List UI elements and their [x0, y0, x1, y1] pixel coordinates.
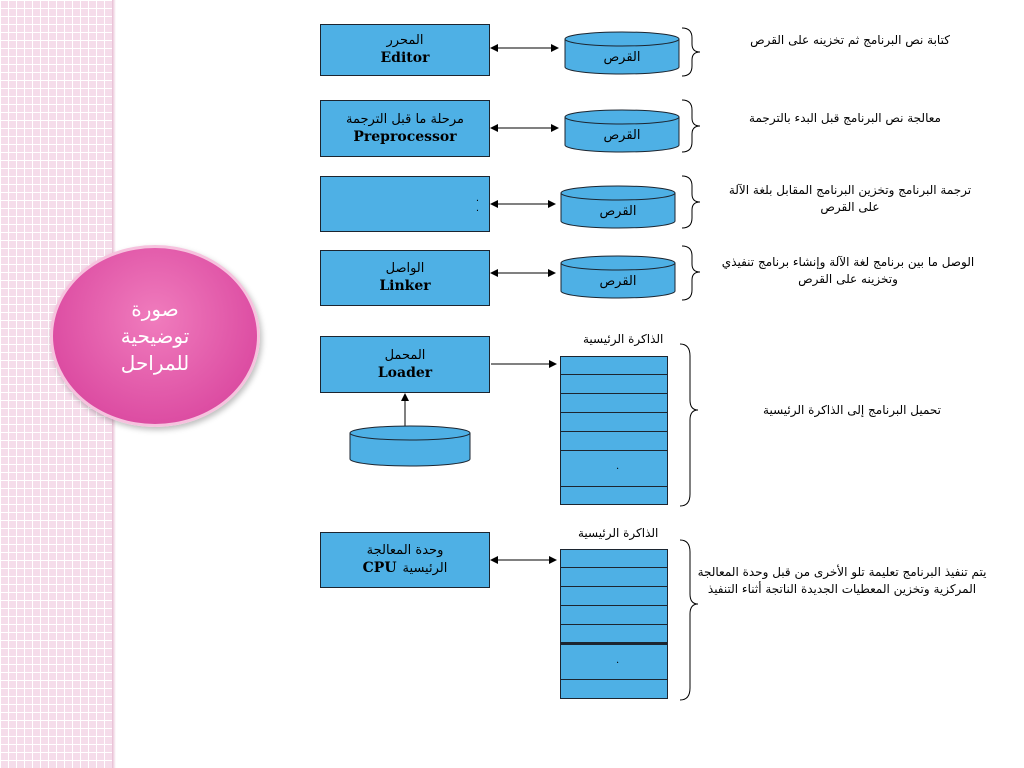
- cpu-box: وحدة المعالجة CPU الرئيسية: [320, 532, 490, 588]
- editor-ar-label: المحرر: [386, 33, 424, 48]
- linker-box: الواصل Linker: [320, 250, 490, 306]
- memory-cell: [560, 356, 668, 375]
- editor-box: المحرر Editor: [320, 24, 490, 76]
- memory-cell: [560, 625, 668, 643]
- preprocessor-box: مرحلة ما قبل الترجمة Preprocessor: [320, 100, 490, 157]
- cpu-ar-label-1: وحدة المعالجة: [366, 543, 444, 558]
- loader-box: المحمل Loader: [320, 336, 490, 393]
- memory-cell: [560, 394, 668, 413]
- compiler-disk-label: القرص: [599, 204, 637, 219]
- brace-preprocessor: [681, 99, 701, 153]
- cpu-ar-en-line: CPU الرئيسية: [363, 559, 448, 577]
- editor-disk-icon: القرص: [563, 30, 681, 76]
- brace-linker: [681, 245, 701, 301]
- stages-badge: صورة توضيحية للمراحل: [50, 245, 260, 427]
- editor-description: كتابة نص البرنامج ثم تخزينه على القرص: [750, 33, 950, 47]
- memory-cell: [560, 413, 668, 432]
- editor-en-label: Editor: [380, 50, 430, 66]
- memory-cell: [560, 432, 668, 451]
- linker-en-label: Linker: [379, 278, 431, 294]
- loader-memory-stack: .: [560, 356, 668, 505]
- preprocessor-en-label: Preprocessor: [353, 128, 457, 145]
- cpu-memory-stack: .: [560, 549, 668, 699]
- memory-cell: [560, 587, 668, 606]
- preprocessor-description: معالجة نص البرنامج قبل البدء بالترجمة: [749, 111, 941, 125]
- linker-ar-label: الواصل: [385, 261, 425, 276]
- linker-description: الوصل ما بين برنامج لغة الآلة وإنشاء برن…: [721, 255, 975, 286]
- compiler-dots: . .: [475, 193, 479, 214]
- compiler-box: . .: [320, 176, 490, 232]
- memory-cell: [560, 487, 668, 505]
- memory-cell: .: [560, 451, 668, 487]
- memory-dot: .: [616, 461, 620, 472]
- badge-text: صورة توضيحية للمراحل: [120, 296, 190, 375]
- memory-cell: [560, 680, 668, 699]
- preprocessor-disk-icon: القرص: [563, 108, 681, 154]
- linker-disk-icon: القرص: [559, 254, 677, 300]
- loader-disk-icon: [348, 424, 472, 468]
- cpu-description: يتم تنفيذ البرنامج تعليمة تلو الأخرى من …: [697, 565, 987, 596]
- memory-cell: .: [560, 643, 668, 680]
- compiler-disk-icon: القرص: [559, 184, 677, 230]
- compiler-description: ترجمة البرنامج وتخزين البرنامج المقابل ب…: [728, 183, 972, 214]
- memory-cell: [560, 549, 668, 568]
- preprocessor-disk-label: القرص: [603, 128, 641, 143]
- loader-ar-label: المحمل: [384, 347, 426, 363]
- cpu-ar-label-2: الرئيسية: [402, 561, 448, 576]
- brace-cpu: [679, 539, 699, 701]
- linker-disk-label: القرص: [599, 274, 637, 289]
- memory-cell: [560, 568, 668, 587]
- cpu-memory-label: الذاكرة الرئيسية: [578, 526, 659, 540]
- preprocessor-ar-label: مرحلة ما قبل الترجمة: [346, 111, 464, 127]
- brace-compiler: [681, 175, 701, 229]
- loader-en-label: Loader: [377, 364, 433, 381]
- editor-disk-label: القرص: [603, 50, 641, 65]
- brace-loader: [679, 343, 699, 507]
- memory-cell: [560, 375, 668, 394]
- memory-dot: .: [616, 655, 620, 666]
- brace-editor: [681, 27, 701, 77]
- memory-cell: [560, 606, 668, 625]
- loader-memory-label: الذاكرة الرئيسية: [583, 332, 664, 346]
- loader-description: تحميل البرنامج إلى الذاكرة الرئيسية: [763, 403, 941, 417]
- cpu-en-label: CPU: [362, 560, 397, 576]
